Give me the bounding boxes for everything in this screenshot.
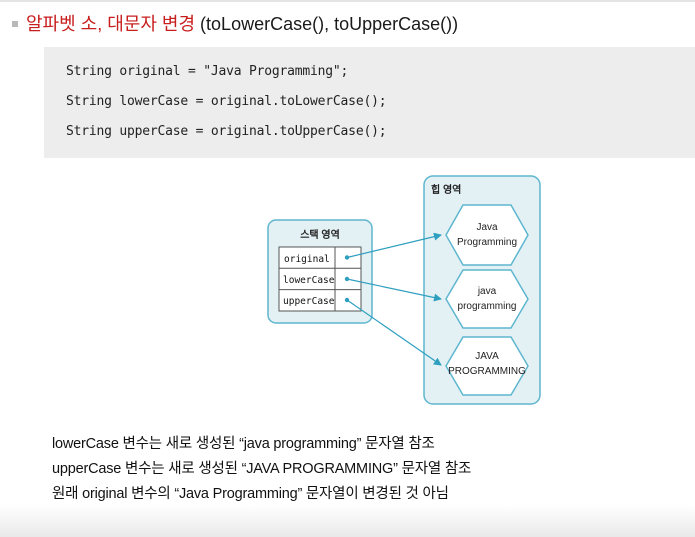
- note-original: 원래 original 변수의 “Java Programming” 문자열이 …: [52, 486, 449, 502]
- heap-object-text-line2: programming: [458, 301, 517, 312]
- heap-area-label: 힙 영역: [431, 183, 461, 196]
- title-text: 알파벳 소, 대문자 변경 (toLowerCase(), toUpperCas…: [26, 10, 458, 36]
- stack-area-label: 스택 영역: [300, 228, 340, 241]
- stack-area: 스택 영역 original lowerCase upperCase: [267, 219, 373, 324]
- heap-area: 힙 영역 Java Programming java programming J…: [423, 175, 541, 405]
- reference-arrow-original: [346, 232, 442, 259]
- explanation-notes: lowerCase 변수는 새로 생성된 “java programming” …: [52, 432, 471, 507]
- variable-original: original: [284, 254, 330, 265]
- heap-object-lowercase: java programming: [445, 269, 529, 329]
- variable-uppercase: upperCase: [283, 296, 335, 307]
- heap-object-text-line1: java: [477, 286, 497, 297]
- code-line-lowercase: String lowerCase = original.toLowerCase(…: [66, 94, 387, 109]
- heap-object-text-line1: Java: [476, 222, 498, 233]
- code-line-original: String original = "Java Programming";: [66, 64, 349, 79]
- variable-lowercase: lowerCase: [283, 275, 335, 286]
- code-line-uppercase: String upperCase = original.toUpperCase(…: [66, 124, 387, 139]
- heap-object-text-line2: PROGRAMMING: [448, 366, 526, 377]
- heap-object-text-line2: Programming: [457, 237, 517, 248]
- bottom-shade: [0, 505, 695, 537]
- heap-object-text-line1: JAVA: [475, 351, 499, 362]
- reference-arrow-uppercase: [346, 299, 442, 366]
- top-divider: [0, 0, 695, 2]
- note-lowercase: lowerCase 변수는 새로 생성된 “java programming” …: [52, 436, 435, 452]
- title-methods: (toLowerCase(), toUpperCase()): [200, 14, 459, 34]
- heap-object-java-programming: Java Programming: [445, 204, 529, 266]
- code-block: String original = "Java Programming"; St…: [44, 47, 695, 158]
- slide-title: 알파벳 소, 대문자 변경 (toLowerCase(), toUpperCas…: [12, 10, 458, 36]
- note-uppercase: upperCase 변수는 새로 생성된 “JAVA PROGRAMMING” …: [52, 461, 472, 477]
- reference-arrow-lowercase: [346, 278, 442, 302]
- bullet-marker: [12, 21, 18, 27]
- heap-object-uppercase: JAVA PROGRAMMING: [445, 336, 529, 396]
- title-korean: 알파벳 소, 대문자 변경: [26, 14, 201, 34]
